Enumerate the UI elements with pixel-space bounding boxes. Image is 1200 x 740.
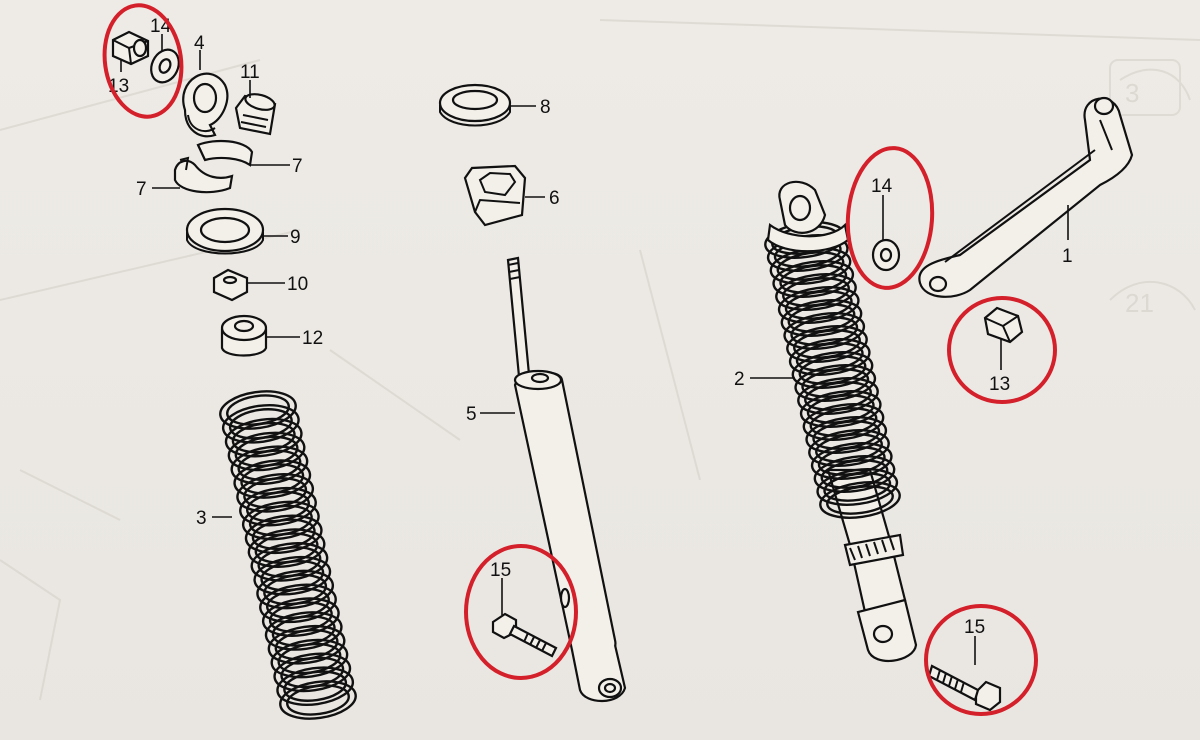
spring-coil	[279, 680, 357, 720]
spring-coil	[261, 597, 340, 637]
callout-11: 11	[240, 62, 260, 83]
callout-5: 5	[466, 404, 477, 425]
spring-coil	[276, 666, 355, 706]
spring-coil	[221, 404, 300, 444]
spring-coil	[259, 583, 337, 624]
highlight-14-right	[845, 146, 935, 290]
bolt-15-left	[491, 612, 558, 658]
svg-text:21: 21	[1125, 288, 1154, 318]
upper-eye-4	[182, 72, 229, 138]
spring-coil	[813, 455, 896, 493]
spring-coil	[775, 273, 857, 311]
stopper-collar-6	[463, 164, 527, 227]
background-ghost-drawing: 3 21	[0, 19, 1200, 701]
highlight-15-right	[924, 604, 1038, 716]
collet-7-upper	[196, 139, 254, 167]
spring-coil	[247, 528, 326, 568]
washer-14-top	[150, 48, 180, 84]
spring-coil	[788, 338, 871, 376]
svg-text:3: 3	[1125, 78, 1139, 108]
bolt-15-right	[927, 664, 1002, 712]
callout-labels: 14 13 4 11 7 7 9 10 12 3 8 6 5 15 1 2 14…	[108, 16, 1073, 638]
rubber-cap-12	[220, 314, 268, 357]
callout-15-right: 15	[964, 617, 985, 638]
washer-14-right	[871, 238, 901, 272]
callout-14-right: 14	[871, 176, 893, 197]
spring-coil	[244, 514, 323, 555]
spring-coil	[230, 445, 309, 486]
shock-absorber-assembly-2	[826, 468, 918, 663]
spring-coil	[780, 299, 863, 337]
spring-coil	[808, 429, 890, 467]
spring-coil	[253, 555, 332, 596]
spring-coil	[256, 569, 335, 610]
callout-10: 10	[287, 274, 308, 295]
damper-body-5	[506, 256, 627, 703]
spring-coil	[227, 431, 306, 472]
spring-coil	[819, 481, 901, 519]
callout-13-right: 13	[989, 374, 1010, 395]
callout-9: 9	[290, 227, 301, 248]
upper-eye-assembled	[766, 180, 850, 253]
spring-coil	[224, 417, 303, 458]
spring-coil	[772, 260, 855, 298]
spring-coil	[283, 670, 348, 702]
highlight-15-left	[464, 544, 578, 680]
spring-coil	[799, 390, 882, 428]
spring-coil	[791, 351, 874, 389]
coil-spring-3	[219, 390, 357, 720]
callout-7-left: 7	[136, 179, 147, 200]
bracket-1	[918, 96, 1134, 298]
callout-3: 3	[196, 508, 207, 529]
callout-7-right: 7	[292, 156, 303, 177]
callout-6: 6	[549, 188, 560, 209]
callout-4: 4	[194, 33, 205, 54]
spring-coil	[233, 459, 312, 499]
spring-seat-9	[185, 207, 265, 255]
leader-lines	[120, 34, 1069, 665]
cap-nut-13-top	[111, 30, 150, 66]
callout-8: 8	[540, 97, 551, 118]
spring-coil	[264, 611, 343, 651]
spring-coil	[777, 286, 860, 324]
spring-coil	[816, 468, 899, 506]
spring-coil	[823, 472, 892, 502]
collet-7-lower	[173, 156, 234, 194]
dust-seal-8	[438, 83, 512, 127]
spring-coil	[241, 500, 320, 541]
callout-15-left: 15	[490, 560, 511, 581]
spring-coil	[239, 486, 317, 527]
spring-coil	[802, 403, 885, 441]
spring-coil	[286, 684, 350, 716]
spring-coil	[805, 416, 888, 454]
callout-12: 12	[302, 328, 323, 349]
spring-coil	[810, 442, 893, 480]
spring-coil	[783, 312, 866, 350]
spring-coil	[267, 624, 346, 665]
spring-coil	[794, 364, 877, 402]
callout-2: 2	[734, 369, 745, 390]
spring-coil	[797, 377, 879, 415]
highlight-circles	[102, 3, 1057, 716]
spring-coil	[786, 325, 868, 363]
nut-10	[212, 268, 249, 302]
spring-coil	[826, 485, 894, 515]
rubber-bush-11	[234, 93, 277, 136]
spring-coil	[270, 638, 349, 679]
spring-coil	[219, 390, 297, 430]
spring-coil	[250, 542, 329, 582]
spring-coil	[273, 652, 352, 693]
highlight-13-right	[947, 296, 1057, 404]
callout-1: 1	[1062, 246, 1073, 267]
highlight-13-14-top	[102, 3, 184, 119]
spring-coil	[236, 473, 315, 513]
cap-nut-13-right	[983, 306, 1024, 344]
